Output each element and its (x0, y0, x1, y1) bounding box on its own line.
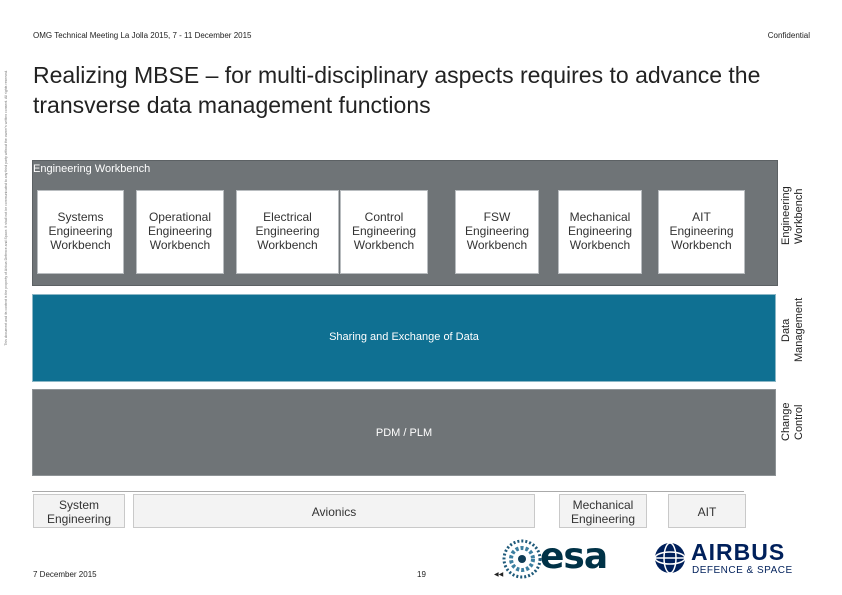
box-line: Engineering (567, 224, 633, 238)
airbus-globe-icon (654, 542, 686, 574)
operational-workbench-box: Operational Engineering Workbench (136, 190, 224, 274)
esa-swirl-icon (502, 539, 542, 579)
pdm-plm-band (32, 389, 776, 476)
box-line: Engineering (48, 224, 113, 238)
side-label-line: Change (780, 402, 792, 442)
box-line: Engineering (46, 512, 112, 526)
box-line: AIT (692, 210, 711, 224)
esa-logo: esa (500, 535, 630, 583)
airbus-logo: AIRBUS DEFENCE & SPACE (654, 540, 814, 580)
side-label-line: Workbench (793, 188, 805, 244)
systems-workbench-box: Systems Engineering Workbench (37, 190, 124, 274)
copyright-side-note: This document and its content is the pro… (4, 70, 12, 520)
side-label-line: Data (780, 318, 792, 342)
page-number: 19 (417, 570, 426, 579)
box-line: FSW (483, 210, 511, 224)
footer-date: 7 December 2015 (33, 570, 97, 579)
side-label-line: Management (793, 297, 805, 363)
box-line: Workbench (466, 238, 528, 252)
box-line: Control (364, 210, 404, 224)
meeting-header: OMG Technical Meeting La Jolla 2015, 7 -… (33, 31, 252, 40)
change-control-side-label: Change Control (776, 389, 810, 455)
engineering-workbench-band-label: Engineering Workbench (33, 163, 151, 175)
control-workbench-box: Control Engineering Workbench (340, 190, 428, 274)
ait-label: AIT (697, 505, 717, 519)
airbus-wordmark: AIRBUS (691, 539, 786, 565)
box-line: Electrical (263, 210, 312, 224)
electrical-workbench-box: Electrical Engineering Workbench (236, 190, 339, 274)
pdm-plm-label: PDM / PLM (375, 427, 433, 439)
confidential-label: Confidential (767, 31, 810, 40)
esa-wordmark: esa (540, 536, 608, 577)
side-label-line: Engineering (780, 186, 792, 246)
box-line: Engineering (570, 512, 636, 526)
box-line: Workbench (149, 238, 211, 252)
copyright-text: This document and its content is the pro… (4, 70, 8, 346)
data-management-band (32, 294, 776, 382)
box-line: System (58, 498, 99, 512)
slide-title: Realizing MBSE – for multi-disciplinary … (33, 62, 761, 118)
box-line: Workbench (50, 238, 111, 252)
box-line: Engineering (351, 224, 417, 238)
box-line: Engineering (464, 224, 530, 238)
box-line: Engineering (147, 224, 213, 238)
system-engineering-box: System Engineering (33, 494, 125, 528)
box-line: Workbench (257, 238, 318, 252)
box-line: Workbench (569, 238, 631, 252)
box-line: Workbench (353, 238, 415, 252)
mechanical-workbench-box: Mechanical Engineering Workbench (558, 190, 642, 274)
ait-workbench-box: AIT Engineering Workbench (658, 190, 745, 274)
ait-box: AIT (668, 494, 746, 528)
engineering-workbench-side-label: Engineering Workbench (776, 158, 810, 274)
avionics-box: Avionics (133, 494, 535, 528)
box-line: Operational (148, 210, 212, 224)
data-management-side-label: Data Management (776, 286, 810, 374)
box-line: Systems (57, 210, 104, 224)
bottom-divider (32, 491, 744, 492)
mechanical-engineering-box: Mechanical Engineering (559, 494, 647, 528)
box-line: Engineering (669, 224, 734, 238)
box-line: Mechanical (572, 498, 634, 512)
airbus-division: DEFENCE & SPACE (692, 565, 793, 576)
fsw-workbench-box: FSW Engineering Workbench (455, 190, 539, 274)
data-sharing-label: Sharing and Exchange of Data (329, 331, 479, 343)
box-line: Engineering (255, 224, 320, 238)
previous-slide-icon[interactable]: ◀◀ (494, 572, 504, 578)
box-line: Mechanical (569, 210, 631, 224)
box-line: Workbench (671, 238, 732, 252)
avionics-label: Avionics (311, 505, 357, 519)
side-label-line: Control (793, 404, 805, 440)
